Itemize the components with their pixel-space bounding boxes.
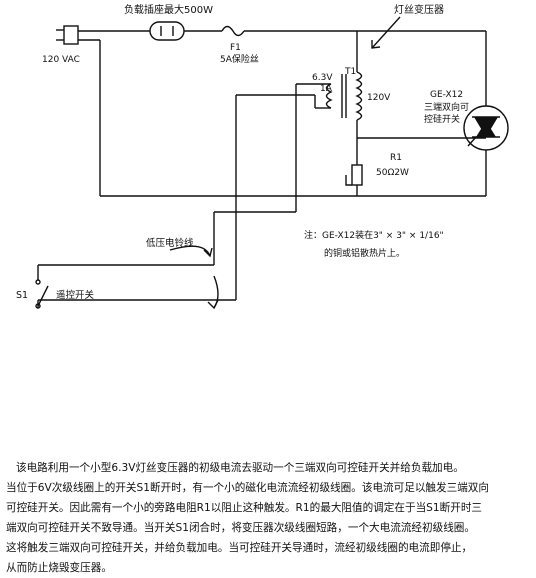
caption-line: 从而防止烧毁变压器。: [6, 562, 112, 574]
fuse-icon: [221, 25, 245, 37]
switch-icon: [35, 279, 49, 309]
switch-ref: S1: [16, 290, 28, 301]
switch-desc: 遥控开关: [56, 289, 95, 301]
pointer-arrow-icon: [169, 245, 219, 310]
triac-desc-2: 控硅开关: [424, 113, 460, 125]
secondary-voltage: 6.3V: [312, 73, 333, 83]
secondary-current: 1A: [320, 84, 333, 94]
caption-line: 端双向可控硅开关不致导通。当开关S1闭合时，将变压器次级线圈短路，一个大电流流经…: [6, 522, 475, 534]
caption-line: 可控硅开关。因此需有一个小的旁路电阻R1以阻止这种触发。R1的最大阻值的调定在于…: [6, 502, 483, 514]
supply-label: 120 VAC: [42, 55, 80, 65]
caption-line: 该电路利用一个小型6.3V灯丝变压器的初级电流去驱动一个三端双向可控硅开关并给负…: [16, 462, 464, 474]
triac-icon: [463, 105, 509, 151]
load-label: 负载插座最大500W: [124, 3, 213, 16]
caption-text: 该电路利用一个小型6.3V灯丝变压器的初级电流去驱动一个三端双向可控硅开关并给负…: [6, 458, 530, 578]
triac-desc-1: 三端双向可: [424, 101, 469, 113]
top-wire: [78, 30, 487, 106]
note-line-2: 的铜或铝散热片上。: [324, 247, 405, 259]
plug-icon: [56, 25, 79, 45]
note-line-1: 注：GE-X12装在3" × 3" × 1/16": [304, 229, 444, 241]
caption-line: 这将触发三端双向可控硅开关，并给负载加电。当可控硅开关导通时，流经初级线圈的电流…: [6, 542, 473, 554]
transformer-title: 灯丝变压器: [394, 3, 444, 16]
low-voltage-wire-label: 低压电铃线: [146, 237, 194, 249]
transformer-icon: [325, 71, 363, 138]
load-socket-icon: [149, 21, 185, 41]
secondary-leads: [235, 83, 331, 256]
transformer-ref: T1: [344, 67, 356, 77]
primary-voltage: 120V: [367, 93, 391, 103]
resistor-icon: [345, 138, 363, 196]
pointer-arrow-icon: [371, 16, 401, 49]
resistor-value: 50Ω2W: [376, 168, 409, 178]
bell-wire: [37, 100, 297, 308]
triac-part: GE-X12: [430, 90, 463, 100]
fuse-ref: F1: [230, 43, 241, 53]
fuse-desc: 5A保险丝: [220, 53, 259, 65]
resistor-ref: R1: [390, 153, 402, 163]
caption-line: 当位于6V次级线圈上的开关S1断开时，有一个小的磁化电流流经初级线圈。该电流可足…: [6, 482, 489, 494]
